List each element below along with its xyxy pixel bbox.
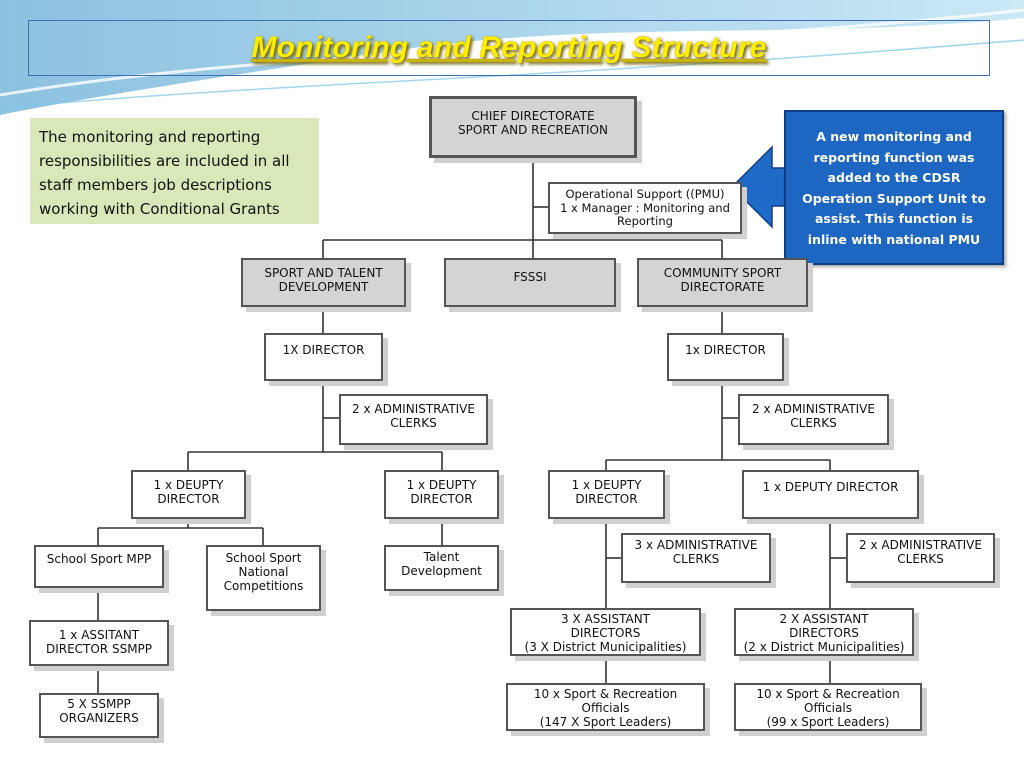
school-national-box: School Sport National Competitions — [206, 545, 321, 611]
ssmpp-org-box: 5 X SSMPP ORGANIZERS — [39, 693, 159, 738]
cs-asst3-box: 3 X ASSISTANT DIRECTORS (3 X District Mu… — [510, 608, 701, 656]
cs-admin2b-label: 2 x ADMINISTRATIVE CLERKS — [859, 538, 982, 566]
callout-text: A new monitoring and reporting function … — [802, 129, 986, 247]
st-director-label: 1X DIRECTOR — [282, 343, 365, 357]
cs-admin-label: 2 x ADMINISTRATIVE CLERKS — [752, 402, 875, 430]
cs-director-box: 1x DIRECTOR — [667, 333, 784, 381]
ssmpp-org-label: 5 X SSMPP ORGANIZERS — [59, 697, 139, 725]
cs-deputy2-label: 1 x DEPUTY DIRECTOR — [762, 480, 899, 494]
school-national-label: School Sport National Competitions — [223, 551, 304, 593]
ops-support-label: Operational Support ((PMU) 1 x Manager :… — [560, 187, 730, 228]
asst-ssmpp-label: 1 x ASSITANT DIRECTOR SSMPP — [45, 628, 153, 656]
asst-ssmpp-box: 1 x ASSITANT DIRECTOR SSMPP — [29, 620, 169, 666]
community-sport-label: COMMUNITY SPORT DIRECTORATE — [663, 266, 782, 294]
st-deputy1-box: 1 x DEUPTY DIRECTOR — [131, 470, 246, 519]
fsssi-box: FSSSI — [444, 258, 616, 307]
ops-support-box: Operational Support ((PMU) 1 x Manager :… — [548, 182, 742, 234]
cs-deputy2-box: 1 x DEPUTY DIRECTOR — [742, 470, 919, 519]
cs-admin3-label: 3 x ADMINISTRATIVE CLERKS — [634, 538, 758, 566]
st-deputy1-label: 1 x DEUPTY DIRECTOR — [153, 478, 224, 506]
sport-talent-box: SPORT AND TALENT DEVELOPMENT — [241, 258, 406, 307]
cs-asst3-label: 3 X ASSISTANT DIRECTORS (3 X District Mu… — [524, 612, 687, 654]
callout-box: A new monitoring and reporting function … — [784, 110, 1004, 265]
fsssi-label: FSSSI — [513, 270, 547, 284]
cs-off147-box: 10 x Sport & Recreation Officials (147 X… — [506, 683, 705, 731]
school-sport-mpp-label: School Sport MPP — [46, 552, 152, 566]
school-sport-mpp-box: School Sport MPP — [34, 545, 164, 588]
st-deputy2-box: 1 x DEUPTY DIRECTOR — [384, 470, 499, 519]
wave-top — [0, 0, 1024, 115]
cs-off99-label: 10 x Sport & Recreation Officials (99 x … — [756, 687, 900, 729]
title-frame: Monitoring and Reporting Structure — [28, 20, 990, 76]
wave-low — [0, 39, 1024, 109]
st-admin-label: 2 x ADMINISTRATIVE CLERKS — [352, 402, 475, 430]
chief-directorate-box: CHIEF DIRECTORATE SPORT AND RECREATION — [429, 96, 637, 158]
st-admin-box: 2 x ADMINISTRATIVE CLERKS — [339, 394, 488, 445]
talent-dev-box: Talent Development — [384, 545, 499, 591]
chief-directorate-label: CHIEF DIRECTORATE SPORT AND RECREATION — [458, 109, 608, 137]
cs-admin3-box: 3 x ADMINISTRATIVE CLERKS — [621, 533, 771, 583]
cs-off99-box: 10 x Sport & Recreation Officials (99 x … — [734, 683, 922, 731]
cs-director-label: 1x DIRECTOR — [685, 343, 766, 357]
cs-admin2b-box: 2 x ADMINISTRATIVE CLERKS — [846, 533, 995, 583]
note-text: The monitoring and reporting responsibil… — [39, 128, 290, 218]
st-director-box: 1X DIRECTOR — [264, 333, 383, 381]
cs-deputy1-box: 1 x DEUPTY DIRECTOR — [548, 470, 665, 519]
st-deputy2-label: 1 x DEUPTY DIRECTOR — [406, 478, 477, 506]
cs-asst2-box: 2 X ASSISTANT DIRECTORS (2 x District Mu… — [734, 608, 914, 656]
cs-off147-label: 10 x Sport & Recreation Officials (147 X… — [533, 687, 678, 729]
sport-talent-label: SPORT AND TALENT DEVELOPMENT — [264, 266, 383, 294]
cs-admin-box: 2 x ADMINISTRATIVE CLERKS — [738, 394, 889, 445]
cs-asst2-label: 2 X ASSISTANT DIRECTORS (2 x District Mu… — [743, 612, 905, 654]
note-box: The monitoring and reporting responsibil… — [30, 118, 319, 224]
cs-deputy1-label: 1 x DEUPTY DIRECTOR — [571, 478, 642, 506]
community-sport-box: COMMUNITY SPORT DIRECTORATE — [637, 258, 808, 307]
talent-dev-label: Talent Development — [401, 550, 482, 578]
page-title: Monitoring and Reporting Structure — [251, 31, 767, 64]
